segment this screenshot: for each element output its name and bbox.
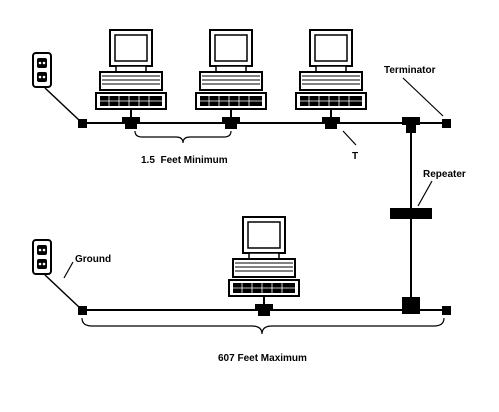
t-connector-icon (402, 117, 420, 125)
ground-leader (63, 261, 74, 279)
repeater-icon (390, 208, 432, 219)
terminator-icon (78, 306, 87, 315)
wall-outlet-icon (32, 52, 52, 88)
terminator-label: Terminator (384, 65, 436, 76)
workstation-icon (95, 29, 167, 130)
terminator-icon (442, 306, 451, 315)
ground-wire-bottom (44, 274, 81, 309)
repeater-leader (417, 180, 433, 207)
repeater-link (390, 133, 433, 303)
t-leader (342, 130, 357, 146)
ground-label: Ground (75, 254, 111, 265)
terminator-icon (78, 119, 87, 128)
bottom-segment (32, 216, 451, 335)
length-brace (81, 317, 445, 335)
workstation-icon (195, 29, 267, 130)
t-connector-label: T (352, 151, 358, 162)
maximum-length-label: 607 Feet Maximum (218, 353, 307, 364)
t-connector-base (402, 305, 420, 314)
repeater-label: Repeater (423, 169, 466, 180)
minimum-spacing-label: 1.5 Feet Minimum (141, 155, 228, 166)
workstation-icon (228, 216, 300, 317)
t-connector-icon (402, 297, 420, 305)
terminator-icon (442, 119, 451, 128)
t-connector-stem (406, 125, 416, 133)
ground-wire-top (44, 87, 81, 122)
terminator-leader (402, 77, 444, 117)
wall-outlet-icon (32, 239, 52, 275)
top-segment (32, 29, 451, 146)
spacing-brace (134, 130, 232, 144)
workstation-icon (295, 29, 367, 130)
